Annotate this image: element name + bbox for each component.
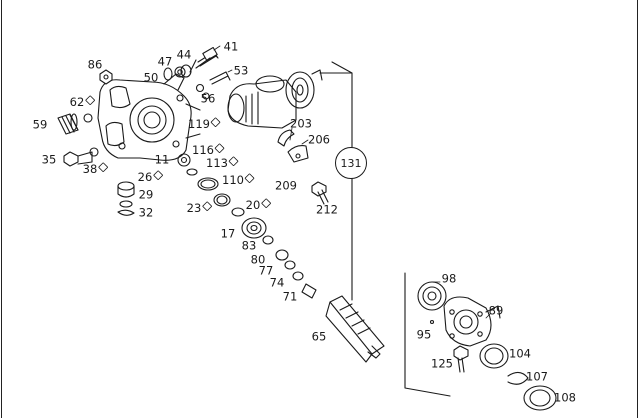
callout-26[interactable]: 26 <box>138 170 163 184</box>
bolt-125 <box>453 345 469 373</box>
callout-74[interactable]: 74 <box>269 275 285 290</box>
callout-108[interactable]: 108 <box>554 390 576 405</box>
callout-11[interactable]: 11 <box>154 152 170 167</box>
callout-65[interactable]: 65 <box>311 329 327 344</box>
callout-56[interactable]: 56 <box>200 91 216 106</box>
callout-212[interactable]: 212 <box>316 202 338 217</box>
callout-29[interactable]: 29 <box>138 187 154 202</box>
service-mark-icon <box>97 162 108 173</box>
service-mark-icon <box>152 170 163 181</box>
service-mark-icon <box>84 95 95 106</box>
service-mark-icon <box>228 156 239 167</box>
clamp-203-206 <box>277 129 309 163</box>
callout-80[interactable]: 80 <box>250 252 266 267</box>
upper-fasteners <box>83 46 231 157</box>
callout-32[interactable]: 32 <box>138 205 154 220</box>
callout-59[interactable]: 59 <box>32 117 48 132</box>
service-mark-icon <box>260 198 271 209</box>
callout-86[interactable]: 86 <box>87 57 103 72</box>
callout-89[interactable]: 89 <box>488 303 504 318</box>
callout-107[interactable]: 107 <box>526 369 548 384</box>
callout-35[interactable]: 35 <box>41 152 57 167</box>
callout-62[interactable]: 62 <box>70 95 95 109</box>
callout-17[interactable]: 17 <box>220 226 236 241</box>
callout-119[interactable]: 119 <box>188 117 221 131</box>
callout-98[interactable]: 98 <box>441 271 457 286</box>
callout-95[interactable]: 95 <box>416 327 432 342</box>
valve-body <box>227 69 323 129</box>
service-mark-icon <box>201 201 212 212</box>
callout-104[interactable]: 104 <box>509 346 531 361</box>
callout-23[interactable]: 23 <box>187 201 212 215</box>
left-border <box>1 0 2 418</box>
callout-83[interactable]: 83 <box>241 238 257 253</box>
callout-50[interactable]: 50 <box>143 70 159 85</box>
callout-38[interactable]: 38 <box>83 162 108 176</box>
callout-44[interactable]: 44 <box>176 47 192 62</box>
callout-110[interactable]: 110 <box>222 173 255 187</box>
reference-marker-131[interactable]: 131 <box>335 147 367 179</box>
callout-209[interactable]: 209 <box>275 178 297 193</box>
callout-206[interactable]: 206 <box>308 132 330 147</box>
service-mark-icon <box>214 143 225 154</box>
gear-housing <box>97 73 201 161</box>
right-border <box>637 0 638 418</box>
end-housing-89 <box>417 281 501 347</box>
callout-47[interactable]: 47 <box>157 54 173 69</box>
service-mark-icon <box>210 117 221 128</box>
leader-lines <box>213 45 491 319</box>
service-mark-icon <box>244 173 255 184</box>
callout-53[interactable]: 53 <box>233 63 249 78</box>
ring-stack <box>177 153 317 299</box>
callout-41[interactable]: 41 <box>223 39 239 54</box>
callout-20[interactable]: 20 <box>246 198 271 212</box>
reference-bracket <box>319 61 451 397</box>
callout-71[interactable]: 71 <box>282 289 298 304</box>
threaded-plug-59 <box>57 113 79 135</box>
callout-113[interactable]: 113 <box>206 156 239 170</box>
callout-116[interactable]: 116 <box>192 143 225 157</box>
callout-203[interactable]: 203 <box>290 116 312 131</box>
cap-and-ring <box>117 181 135 216</box>
callout-77[interactable]: 77 <box>258 263 274 278</box>
bearing-set <box>479 343 557 411</box>
input-shaft-65 <box>325 295 385 363</box>
callout-125[interactable]: 125 <box>431 356 453 371</box>
bolt-35 <box>63 151 93 167</box>
bolt-212 <box>311 181 329 205</box>
